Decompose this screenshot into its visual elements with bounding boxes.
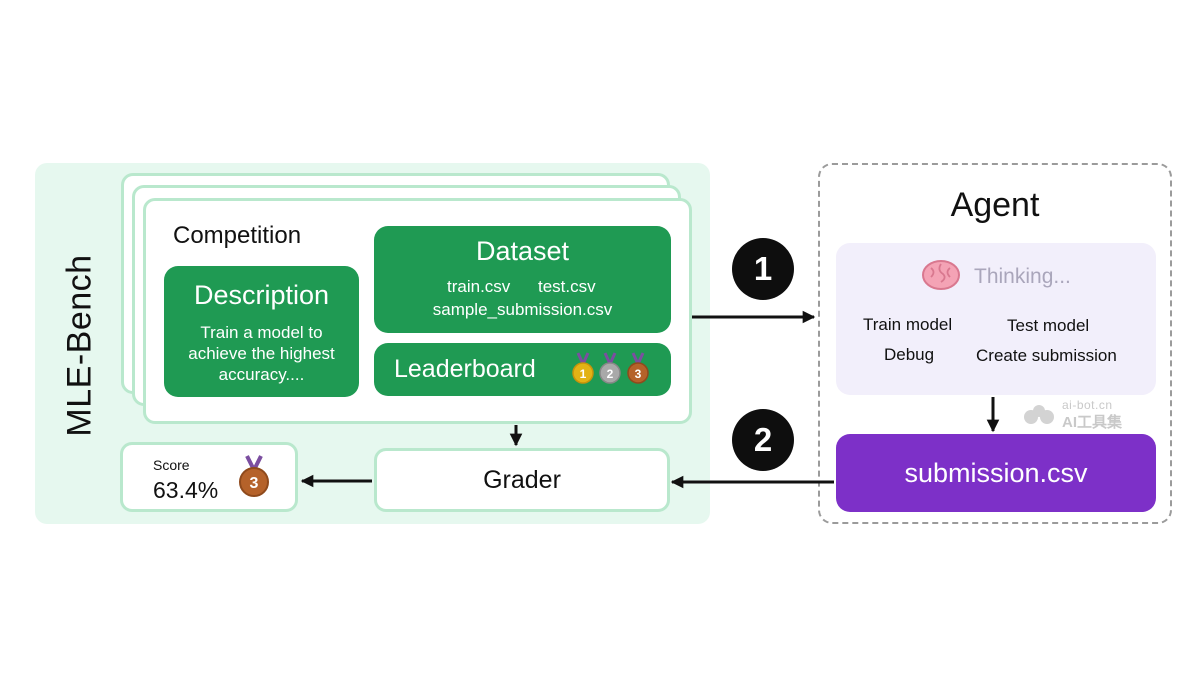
dataset-file-test: test.csv xyxy=(538,277,596,296)
description-text: Train a model to achieve the highest acc… xyxy=(188,323,335,384)
step-test-model: Test model xyxy=(1007,316,1090,335)
step-train-model: Train model xyxy=(863,315,953,334)
grader-label: Grader xyxy=(483,465,561,494)
leaderboard-title: Leaderboard xyxy=(394,355,536,383)
thinking-label: Thinking... xyxy=(974,265,1071,288)
competition-label: Competition xyxy=(173,222,302,249)
step-two-number: 2 xyxy=(753,421,773,458)
score-label: Score xyxy=(153,457,190,473)
step-one-number: 1 xyxy=(753,250,773,287)
step-debug: Debug xyxy=(884,345,935,364)
score-box: Score 63.4% xyxy=(120,442,298,512)
watermark: ai-bot.cn AI工具集 xyxy=(1022,398,1142,434)
mle-bench-title: MLE-Bench xyxy=(40,240,120,450)
submission-box: submission.csv xyxy=(836,434,1156,512)
watermark-logo-icon xyxy=(1024,405,1054,424)
submission-label: submission.csv xyxy=(904,457,1088,488)
step-one-badge: 1 xyxy=(732,238,794,300)
mle-bench-title-text: MLE-Bench xyxy=(60,253,99,437)
dataset-box: Dataset train.csv test.csv sample_submis… xyxy=(374,226,671,333)
thinking-box: Thinking... Train model Test model Debug… xyxy=(836,243,1156,395)
dataset-title: Dataset xyxy=(475,236,570,266)
dataset-file-sample-submission: sample_submission.csv xyxy=(432,300,613,319)
step-two-badge: 2 xyxy=(732,409,794,471)
dataset-file-train: train.csv xyxy=(447,277,511,296)
description-title: Description xyxy=(193,280,330,310)
agent-title: Agent xyxy=(950,186,1040,224)
agent-panel xyxy=(818,163,1172,524)
watermark-brand: AI工具集 xyxy=(1062,414,1123,431)
step-create-submission: Create submission xyxy=(976,346,1117,365)
score-value: 63.4% xyxy=(153,477,219,503)
watermark-domain: ai-bot.cn xyxy=(1062,398,1113,412)
description-box: Description Train a model to achieve the… xyxy=(164,266,359,397)
grader-box: Grader xyxy=(374,448,670,512)
leaderboard-box: Leaderboard xyxy=(374,343,671,396)
